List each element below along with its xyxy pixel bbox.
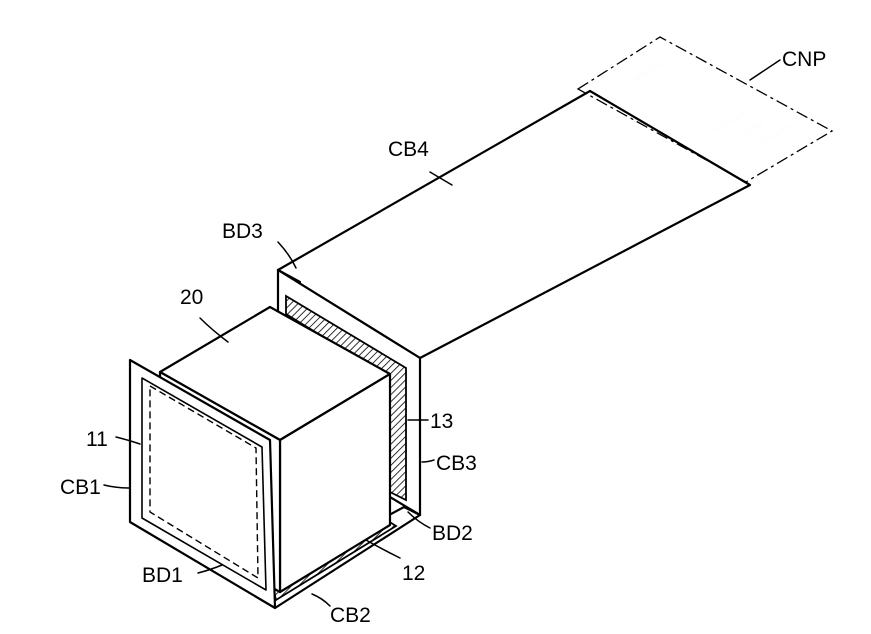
label-11: 11 (86, 428, 108, 451)
label-20: 20 (180, 286, 203, 309)
label-cb2: CB2 (330, 604, 371, 627)
label-bd2: BD2 (432, 522, 473, 545)
element-11 (141, 377, 267, 591)
label-bd1: BD1 (142, 564, 183, 587)
connector-cnp (576, 36, 834, 183)
label-bd3: BD3 (222, 220, 263, 243)
connector-slots (620, 60, 793, 152)
label-cnp: CNP (782, 48, 826, 71)
label-13: 13 (430, 410, 453, 433)
leader-lines (103, 59, 781, 607)
cable-cb1 (128, 358, 277, 610)
label-12: 12 (402, 562, 425, 585)
label-cb3: CB3 (436, 452, 477, 475)
label-cb4: CB4 (388, 138, 429, 161)
label-cb1: CB1 (60, 476, 101, 499)
